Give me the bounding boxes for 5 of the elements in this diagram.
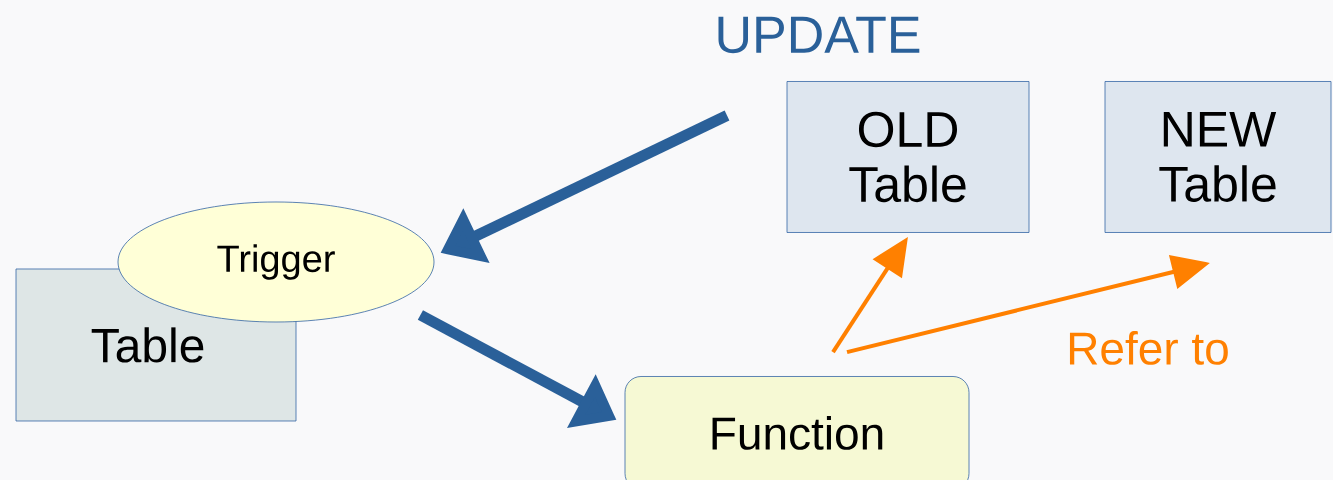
function-box: Function [624,376,970,480]
heading-text: UPDATE [718,16,920,54]
table-box: NEW Table [1104,81,1332,233]
table-box: OLD Table [786,81,1030,233]
edge-label: Refer to [1064,329,1232,367]
